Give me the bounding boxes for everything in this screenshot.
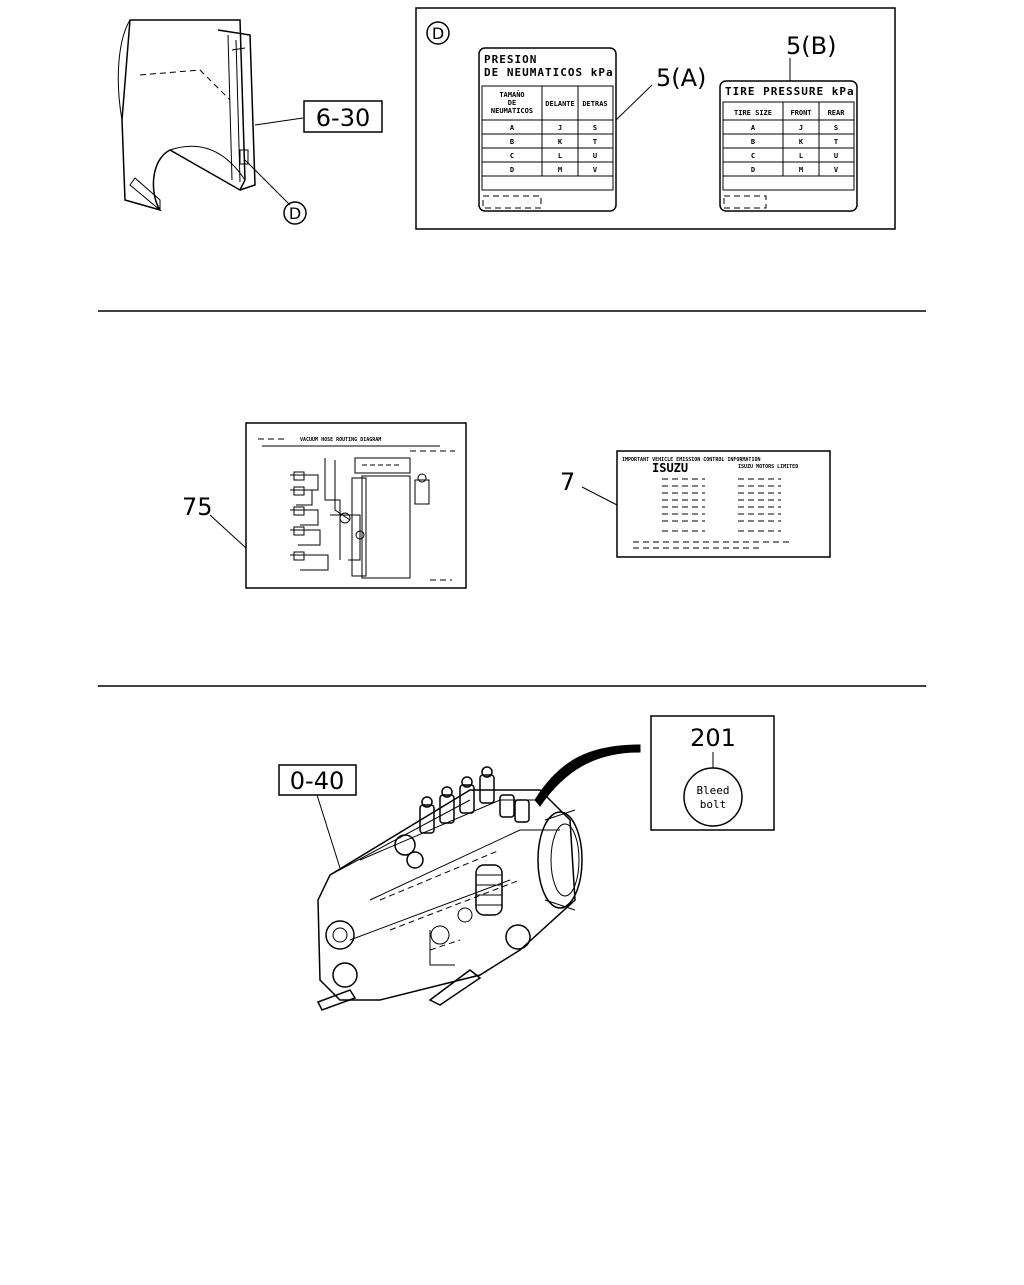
- detail-d-marker: D: [426, 21, 450, 45]
- svg-text:PRESION: PRESION: [484, 53, 537, 66]
- svg-text:5(A): 5(A): [656, 64, 706, 92]
- svg-text:TIRE PRESSURE kPa: TIRE PRESSURE kPa: [725, 85, 855, 98]
- svg-text:B: B: [510, 138, 514, 146]
- svg-text:FRONT: FRONT: [790, 109, 811, 117]
- svg-text:J: J: [799, 124, 803, 132]
- svg-text:T: T: [593, 138, 597, 146]
- emission-control-label: IMPORTANT VEHICLE EMISSION CONTROL INFOR…: [616, 450, 831, 558]
- svg-text:U: U: [834, 152, 838, 160]
- svg-text:V: V: [593, 166, 598, 174]
- svg-text:D: D: [751, 166, 755, 174]
- svg-text:NEUMATICOS: NEUMATICOS: [491, 107, 533, 115]
- svg-text:B: B: [751, 138, 755, 146]
- svg-text:M: M: [799, 166, 803, 174]
- svg-text:K: K: [558, 138, 563, 146]
- svg-text:D: D: [510, 166, 514, 174]
- tire-pressure-label-english: TIRE PRESSURE kPa TIRE SIZE FRONT REAR A…: [719, 80, 858, 212]
- svg-text:TIRE SIZE: TIRE SIZE: [734, 109, 772, 117]
- ref-box-6-30: [303, 100, 383, 133]
- svg-text:D: D: [432, 24, 444, 43]
- svg-text:5(B): 5(B): [786, 32, 836, 60]
- fender-panel-drawing: [117, 19, 256, 212]
- svg-text:K: K: [799, 138, 804, 146]
- svg-text:D: D: [289, 204, 301, 223]
- callout-6-30: 6-30: [254, 100, 383, 133]
- vacuum-hose-routing-label: VACUUM HOSE ROUTING DIAGRAM: [245, 422, 467, 589]
- part-201-number: 201: [690, 724, 736, 752]
- svg-text:A: A: [510, 124, 515, 132]
- svg-text:REAR: REAR: [828, 109, 846, 117]
- svg-text:DELANTE: DELANTE: [545, 100, 575, 108]
- detail-d-frame: [415, 7, 896, 230]
- svg-text:ISUZU MOTORS LIMITED: ISUZU MOTORS LIMITED: [738, 464, 798, 470]
- bleed-bolt-circle: [683, 767, 743, 827]
- svg-text:TAMAÑO: TAMAÑO: [499, 90, 524, 99]
- svg-text:DETRAS: DETRAS: [582, 100, 607, 108]
- svg-text:C: C: [751, 152, 755, 160]
- svg-text:M: M: [558, 166, 562, 174]
- callout-5a: 5(A): [615, 64, 706, 121]
- svg-text:DE: DE: [508, 99, 516, 107]
- svg-text:S: S: [593, 124, 597, 132]
- svg-text:7: 7: [560, 468, 575, 496]
- svg-text:0-40: 0-40: [290, 767, 344, 795]
- svg-text:C: C: [510, 152, 514, 160]
- leader-to-bleed-bolt: [534, 744, 641, 807]
- bleed-bolt-detail: 201 Bleed bolt: [650, 715, 775, 831]
- svg-text:VACUUM HOSE ROUTING DIAGRAM: VACUUM HOSE ROUTING DIAGRAM: [300, 437, 381, 443]
- callout-0-40: 0-40: [278, 764, 357, 869]
- svg-text:L: L: [799, 152, 803, 160]
- svg-text:J: J: [558, 124, 562, 132]
- svg-text:DE NEUMATICOS kPa: DE NEUMATICOS kPa: [484, 66, 614, 79]
- callout-75: 75: [182, 493, 247, 549]
- callout-5b: 5(B): [786, 32, 836, 81]
- fuel-injection-pump-drawing: [316, 766, 583, 1011]
- svg-text:IMPORTANT VEHICLE EMISSION CON: IMPORTANT VEHICLE EMISSION CONTROL INFOR…: [622, 457, 760, 463]
- ref-6-30-text: 6-30: [316, 104, 370, 132]
- callout-detail-d-small: D: [244, 159, 307, 225]
- svg-text:bolt: bolt: [700, 798, 727, 811]
- svg-text:75: 75: [182, 493, 213, 521]
- svg-text:T: T: [834, 138, 838, 146]
- svg-text:V: V: [834, 166, 839, 174]
- svg-text:U: U: [593, 152, 597, 160]
- callout-7: 7: [560, 468, 618, 506]
- svg-text:S: S: [834, 124, 838, 132]
- svg-text:A: A: [751, 124, 756, 132]
- svg-text:ISUZU: ISUZU: [652, 461, 688, 475]
- tire-pressure-label-spanish: PRESION DE NEUMATICOS kPa TAMAÑO DE NEUM…: [478, 47, 617, 212]
- svg-text:L: L: [558, 152, 562, 160]
- svg-text:Bleed: Bleed: [696, 784, 729, 797]
